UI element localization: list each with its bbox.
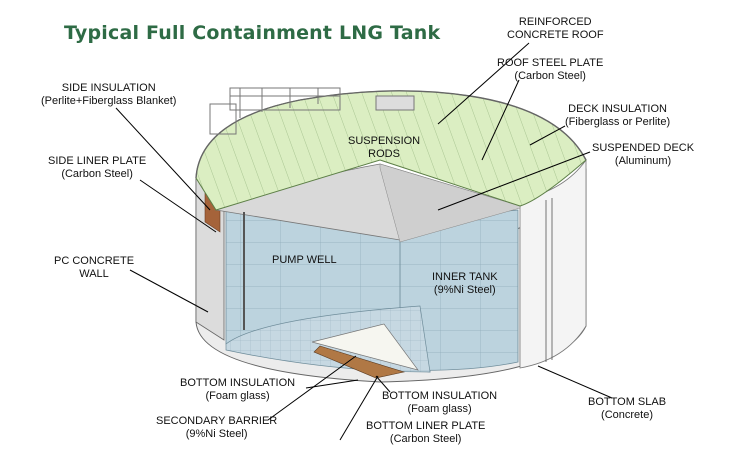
leader-lines [115, 42, 613, 441]
label-inner-tank: INNER TANK(9%Ni Steel) [432, 271, 498, 296]
dome-rim [195, 90, 587, 179]
label-side-liner-plate: SIDE LINER PLATE(Carbon Steel) [48, 155, 147, 180]
label-bottom-insulation-center: BOTTOM INSULATION(Foam glass) [382, 390, 498, 415]
bottom-layers-cut [313, 345, 406, 379]
label-pump-well: PUMP WELL [272, 254, 337, 266]
diagram-title: Typical Full Containment LNG Tank [64, 22, 441, 44]
roof-platform [209, 87, 415, 135]
label-bottom-insulation-left: BOTTOM INSULATION(Foam glass) [180, 377, 296, 402]
suspended-deck-front [379, 163, 521, 243]
label-secondary-barrier: SECONDARY BARRIER(9%Ni Steel) [156, 415, 278, 440]
label-suspended-deck: SUSPENDED DECK(Aluminum) [592, 142, 695, 167]
label-deck-insulation: DECK INSULATION(Fiberglass or Perlite) [565, 103, 671, 128]
label-bottom-liner-plate: BOTTOM LINER PLATE(Carbon Steel) [366, 420, 486, 445]
label-bottom-slab: BOTTOM SLAB(Concrete) [588, 396, 667, 421]
label-roof-steel-plate: ROOF STEEL PLATE(Carbon Steel) [497, 57, 604, 82]
label-side-insulation: SIDE INSULATION(Perlite+Fiberglass Blank… [41, 82, 177, 107]
bottom-cut-white [311, 323, 419, 371]
side-ladder [545, 198, 553, 362]
